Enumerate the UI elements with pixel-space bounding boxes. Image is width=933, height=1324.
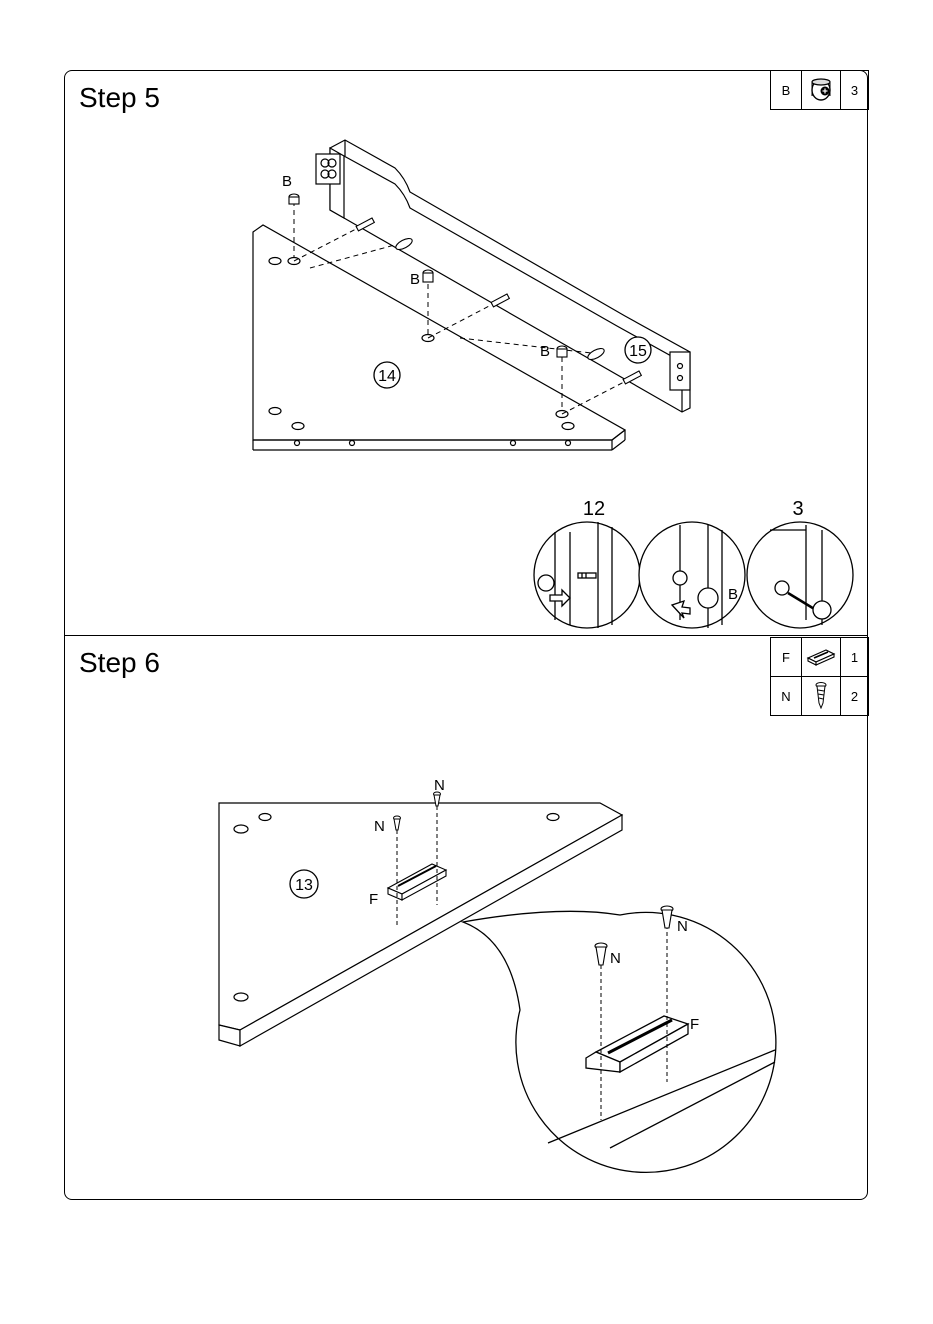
svg-text:13: 13 [295, 877, 313, 894]
catch-label: F [690, 1016, 699, 1033]
screw-label: N [434, 777, 445, 794]
screw-label: N [374, 818, 385, 835]
screw-label: N [677, 918, 688, 935]
panel-number-13: 13 [290, 870, 318, 898]
screw-label: N [610, 950, 621, 967]
catch-label: F [369, 891, 378, 908]
